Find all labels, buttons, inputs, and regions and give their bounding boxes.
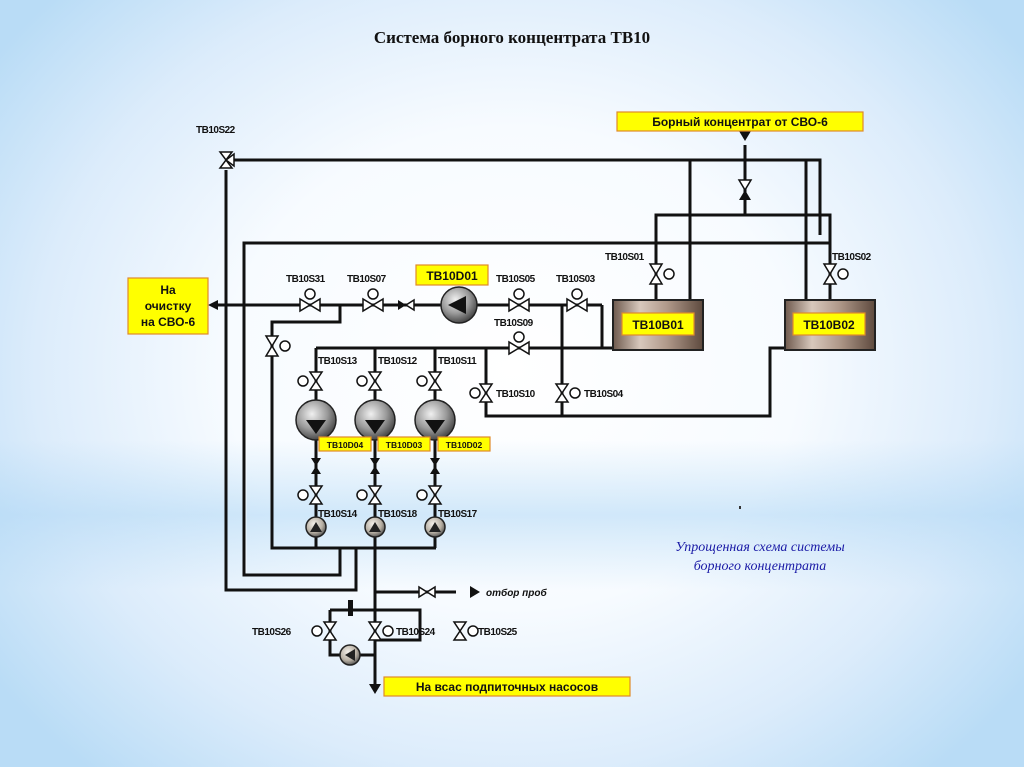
valve-tb10s01 [648, 263, 675, 285]
flow-meter-icon [348, 600, 353, 616]
valve-s31-branch [264, 335, 291, 357]
small-pumps [305, 516, 446, 666]
tag: TB10S01 [605, 252, 645, 263]
svg-text:очистку: очистку [145, 299, 192, 313]
tank-label: TB10B01 [632, 318, 684, 332]
tag: TB10S03 [556, 274, 596, 285]
valve-tb10s07 [362, 288, 384, 313]
svg-text:на СВО-6: на СВО-6 [141, 315, 196, 329]
valve-tb10s02 [822, 263, 849, 285]
valve-tb10s09 [508, 331, 530, 356]
tag: TB10S09 [494, 318, 534, 329]
tag: TB10S24 [396, 627, 436, 638]
pump-tb10d03[interactable] [354, 399, 396, 441]
tank-tb10b01[interactable]: TB10B01 [612, 299, 704, 351]
tag: TB10S22 [196, 125, 236, 136]
valve-tb10s10 [469, 383, 494, 403]
pump-label: TB10D02 [446, 440, 483, 450]
tag: TB10S04 [584, 389, 624, 400]
valve-tb10s31 [299, 288, 321, 313]
pump-tb10d02[interactable] [414, 399, 456, 441]
valve-tb10s03 [566, 288, 588, 313]
pump-labels: TB10D04 TB10D03 TB10D02 [318, 436, 491, 452]
tag: TB10S02 [832, 252, 872, 263]
check-valve-d01 [398, 298, 415, 312]
tag: TB10S26 [252, 627, 292, 638]
cleanup-label: На очистку на СВО-6 [127, 277, 209, 335]
pump-tb10d01[interactable]: TB10D01 [415, 264, 489, 324]
svg-text:На: На [160, 283, 176, 297]
pump-label: TB10D04 [327, 440, 364, 450]
arrow-left-icon [208, 300, 218, 310]
svg-text:TB10D01: TB10D01 [426, 269, 478, 283]
valve-tb10s12 [356, 371, 383, 391]
tag: TB10S07 [347, 274, 387, 285]
svg-text:На всас подпиточных насосов: На всас подпиточных насосов [416, 680, 598, 694]
valve-sampling [418, 585, 436, 599]
pump-tb10d04[interactable] [295, 399, 337, 441]
source-label: Борный концентрат от СВО-6 [616, 111, 864, 132]
valves[interactable] [218, 151, 849, 641]
tag: TB10S05 [496, 274, 536, 285]
tag: TB10S25 [478, 627, 518, 638]
valve-tb10s13 [297, 371, 324, 391]
tag: TB10S31 [286, 274, 326, 285]
valve-tb10s05 [508, 288, 530, 313]
tag: TB10S10 [496, 389, 536, 400]
valve-tb10s25 [452, 621, 479, 641]
tank-tb10b02[interactable]: TB10B02 [784, 299, 876, 351]
arrow-right-icon [470, 586, 480, 598]
valve-tb10s26 [311, 621, 338, 641]
tag: TB10S14 [318, 509, 358, 520]
stray-dot [739, 506, 741, 509]
valve-tb10s22 [218, 151, 235, 169]
arrow-down-icon [739, 131, 751, 141]
tag: TB10S18 [378, 509, 418, 520]
valve-tb10s18 [356, 485, 383, 505]
check-valves [311, 458, 440, 474]
valve-source [737, 179, 753, 200]
caption: Упрощенная схема системы борного концент… [675, 540, 845, 574]
tag: TB10S17 [438, 509, 478, 520]
svg-text:Борный концентрат от СВО-6: Борный концентрат от СВО-6 [652, 115, 828, 129]
tag: TB10S13 [318, 356, 358, 367]
valve-tags: TB10S22 TB10S31 TB10S07 TB10S05 TB10S03 … [196, 125, 872, 638]
arrow-down-icon [369, 684, 381, 694]
valve-tb10s11 [416, 371, 443, 391]
valve-tb10s04 [554, 383, 581, 403]
page-title: Система борного концентрата ТВ10 [373, 28, 651, 47]
tag: TB10S11 [438, 356, 477, 367]
flow-arrows [208, 131, 751, 694]
makeup-pumps-label: На всас подпиточных насосов [383, 676, 631, 697]
sampling-label: отбор проб [486, 587, 548, 599]
valve-tb10s17 [416, 485, 443, 505]
pump-label: TB10D03 [386, 440, 423, 450]
tag: TB10S12 [378, 356, 418, 367]
valve-tb10s24 [367, 621, 394, 641]
valve-tb10s14 [297, 485, 324, 505]
tank-label: TB10B02 [803, 318, 855, 332]
